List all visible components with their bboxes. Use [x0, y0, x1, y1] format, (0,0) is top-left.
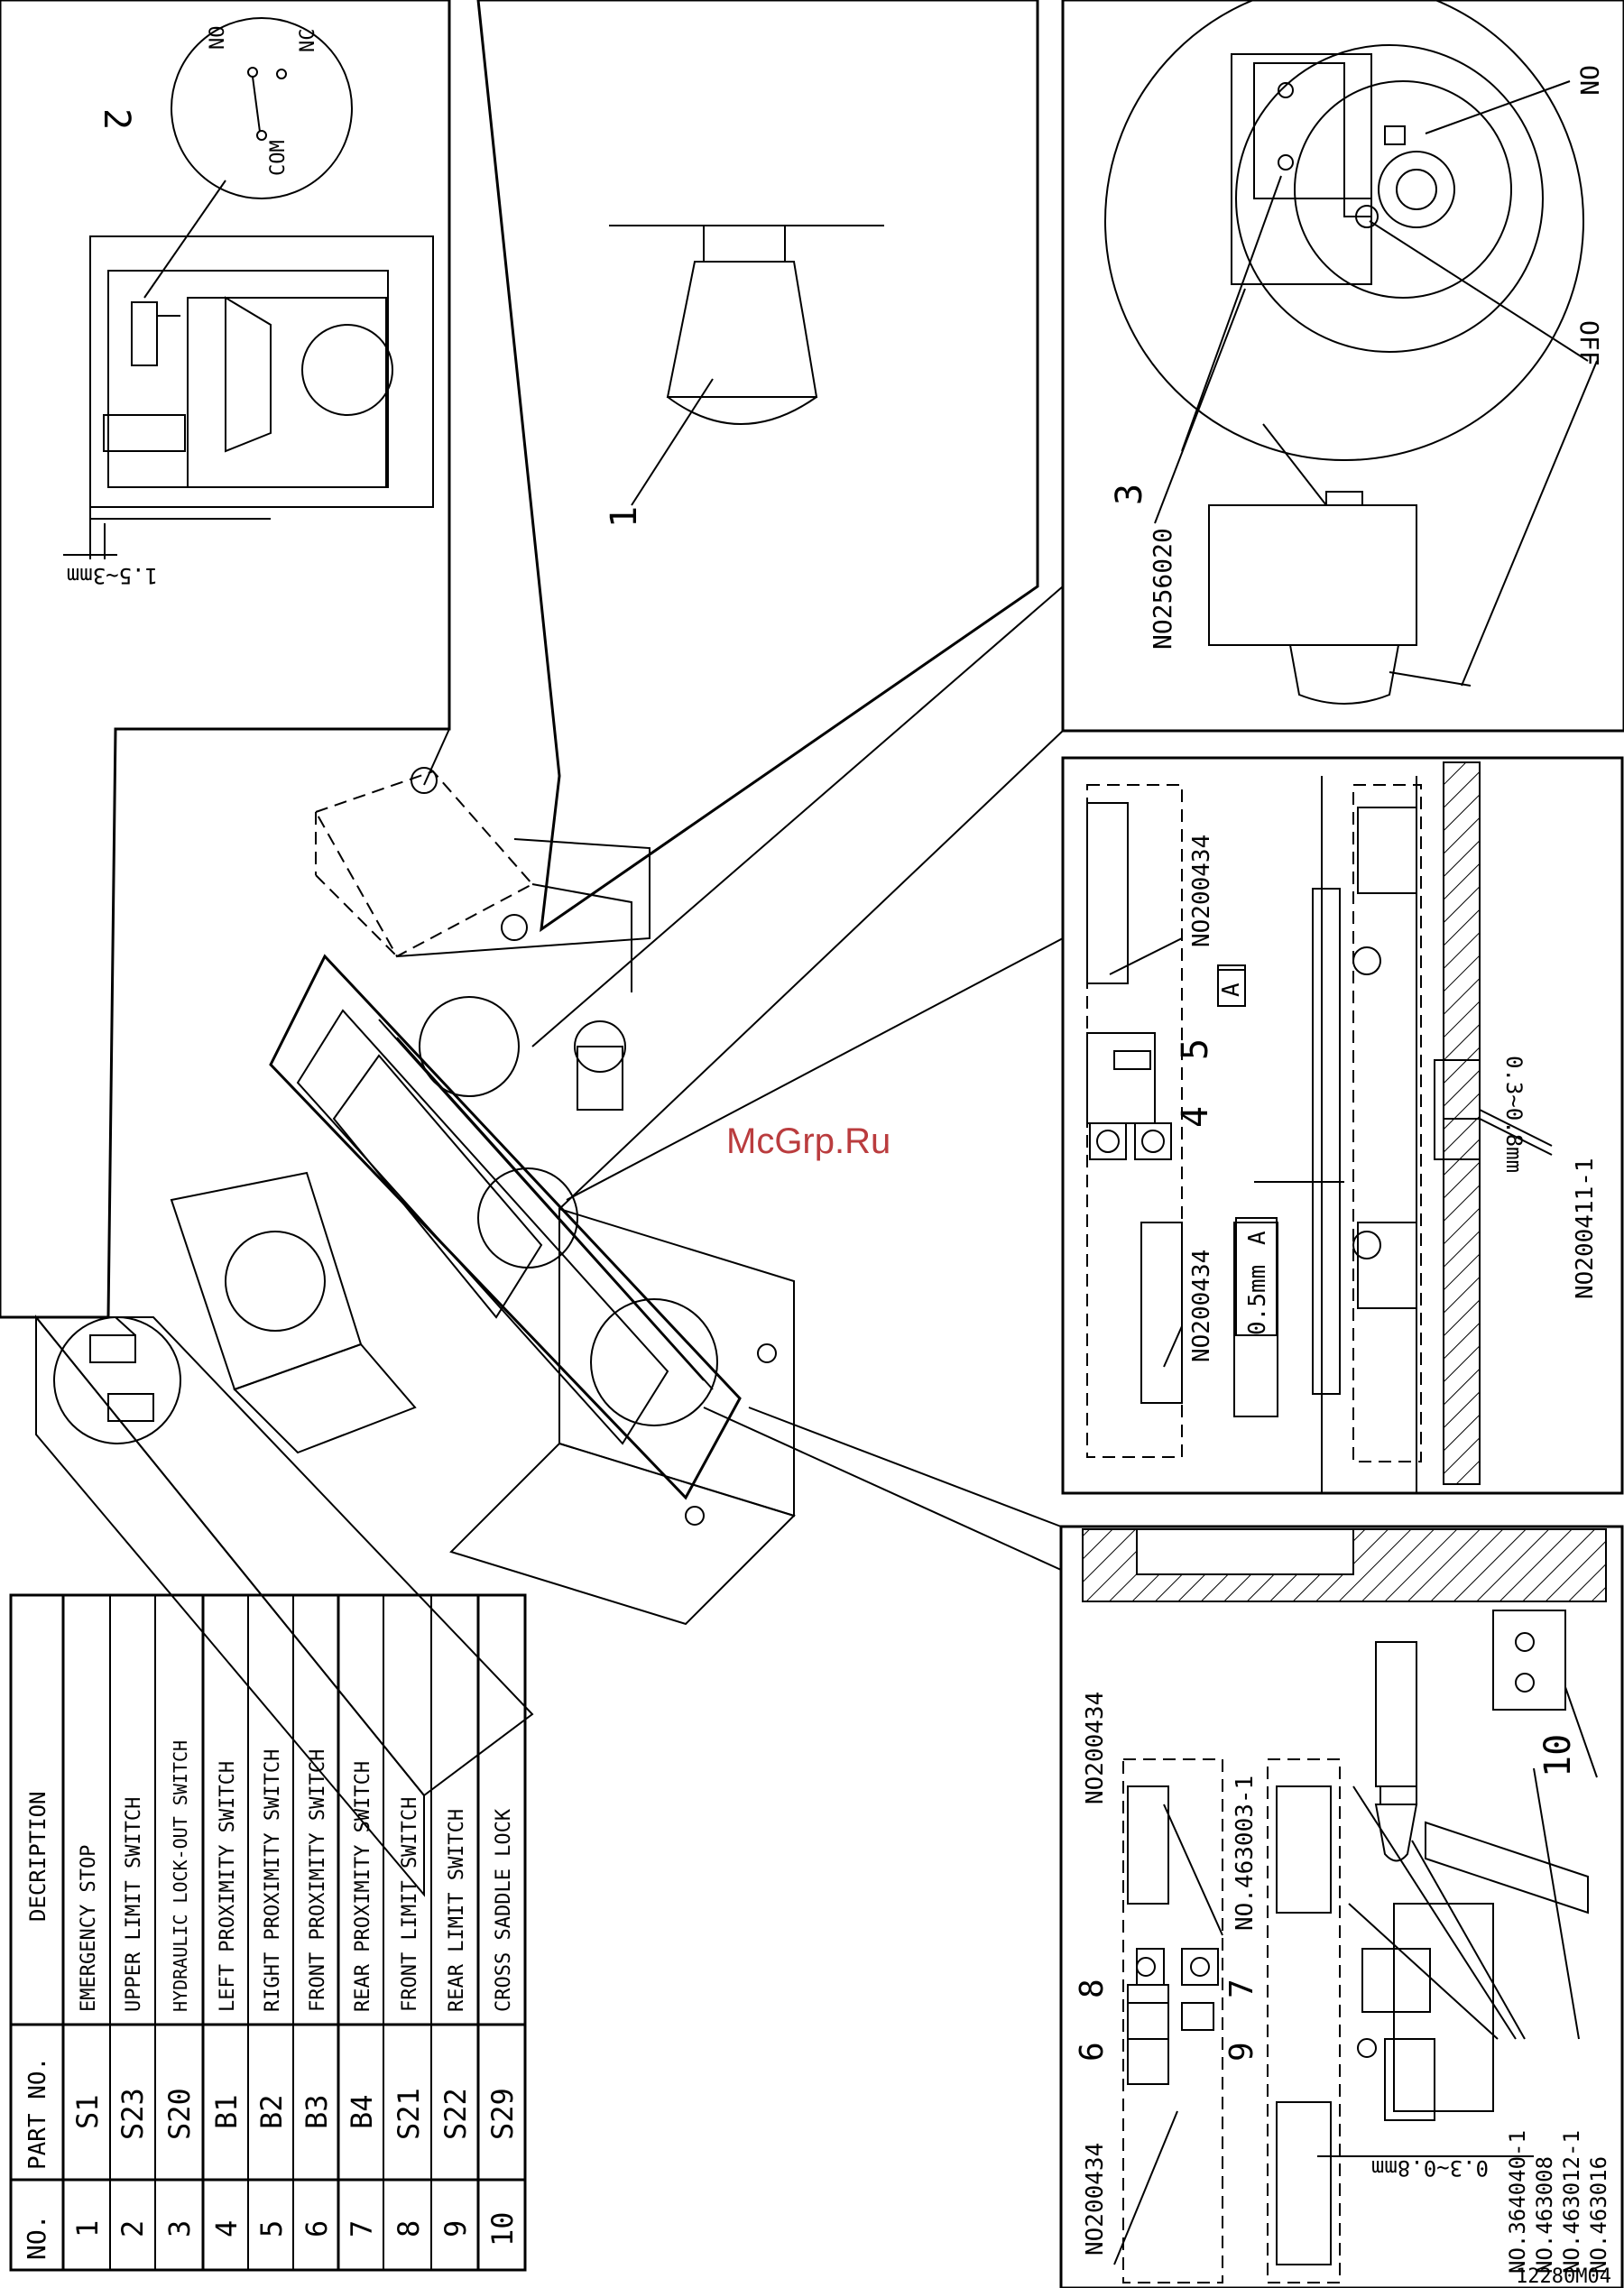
tolerance-value: 0.5mm	[1244, 1265, 1271, 1335]
row-5-part: B2	[254, 2094, 289, 2129]
row-7-no: 7	[345, 2220, 379, 2237]
detail-limit	[1082, 1528, 1607, 2283]
detail-switch	[63, 17, 434, 559]
detail-panel-proximity-border	[1061, 756, 1624, 1495]
drawing-number: 12280M04	[1516, 2265, 1611, 2288]
row-7-desc: REAR PROXIMITY SWITCH	[352, 1761, 374, 2012]
row-1-no: 1	[70, 2220, 105, 2237]
row-6-part: B3	[300, 2094, 334, 2129]
row-6-desc: FRONT PROXIMITY SWITCH	[307, 1749, 329, 2012]
stop-callout: 1	[604, 506, 645, 528]
proximity-switch-part: NO200411-1	[1572, 1158, 1599, 1299]
detail-marker-switch	[53, 1316, 181, 1444]
parts-table-rows: 1 S1 EMERGENCY STOP 2 S23 UPPER LIMIT SW…	[70, 1740, 520, 2246]
row-8-desc: FRONT LIMIT SWITCH	[399, 1797, 421, 2012]
limit-part-right-2: NO.463008	[1532, 2156, 1557, 2274]
limit-part-left-bottom: NO200434	[1082, 2143, 1109, 2256]
detail-panel-hydraulic-border	[1061, 0, 1624, 733]
detail-marker-proximity	[477, 1167, 578, 1269]
row-10-part: S29	[485, 2088, 520, 2140]
detail-marker-hydraulic	[419, 996, 520, 1097]
table-header-no: NO.	[22, 2214, 51, 2260]
proximity-callout-4: 4	[1175, 1106, 1216, 1128]
switch-contact-nc: NC	[297, 29, 319, 53]
limit-part-right-1: NO.364040-1	[1505, 2130, 1530, 2274]
switch-contact-com: COM	[267, 140, 290, 176]
switch-contact-circle	[171, 17, 353, 199]
limit-switch-body	[131, 301, 158, 366]
row-8-no: 8	[392, 2220, 426, 2237]
row-3-part: S20	[162, 2088, 197, 2140]
limit-callout-10: 10	[1537, 1734, 1579, 1777]
limit-callout-9: 9	[1223, 2042, 1260, 2062]
hydraulic-part-no: NO256020	[1148, 528, 1177, 650]
row-3-desc: HYDRAULIC LOCK-OUT SWITCH	[170, 1740, 191, 2012]
switch-contact-no: NO	[207, 26, 229, 51]
detail-hydraulic	[1104, 0, 1598, 705]
limit-part-left-mid: NO.463003-1	[1232, 1776, 1259, 1931]
detail-panel-switch-border	[0, 0, 451, 1319]
detail-proximity	[1086, 761, 1553, 1493]
row-9-part: S22	[438, 2088, 473, 2140]
datum-box	[1217, 969, 1246, 1007]
proximity-part-mid: NO200434	[1188, 1250, 1215, 1362]
limit-callout-7: 7	[1223, 1979, 1260, 1998]
row-2-no: 2	[115, 2220, 150, 2237]
row-5-desc: RIGHT PROXIMITY SWITCH	[262, 1749, 284, 2012]
row-6-no: 6	[300, 2220, 334, 2237]
row-9-no: 9	[438, 2220, 473, 2237]
row-8-part: S21	[392, 2088, 426, 2140]
hydraulic-off-label: OFF	[1574, 320, 1604, 366]
limit-gap-dimension: 0.3~0.8mm	[1371, 2155, 1489, 2181]
limit-part-left-top: NO200434	[1082, 1692, 1109, 1804]
proximity-gap: 0.3~0.8mm	[1501, 1056, 1527, 1173]
table-header-description: DECRIPTION	[25, 1792, 51, 1923]
machine-assembly	[33, 767, 796, 1897]
row-4-no: 4	[209, 2220, 244, 2237]
tolerance-frame	[1233, 1222, 1278, 1417]
row-4-desc: LEFT PROXIMITY SWITCH	[217, 1761, 239, 2012]
row-1-desc: EMERGENCY STOP	[78, 1845, 100, 2012]
row-5-no: 5	[254, 2220, 289, 2237]
limit-part-right-4: NO.463016	[1586, 2156, 1611, 2274]
limit-part-right-3: NO.463012-1	[1559, 2130, 1584, 2274]
watermark: McGrp.Ru	[726, 1121, 890, 1161]
stop-leader	[631, 378, 714, 506]
row-3-no: 3	[162, 2220, 197, 2237]
detail-panel-limit-border	[1059, 1525, 1624, 2288]
row-2-desc: UPPER LIMIT SWITCH	[123, 1797, 145, 2012]
switch-gap-dimension: 1.5~3mm	[67, 563, 158, 588]
hydraulic-on-label: ON	[1574, 65, 1604, 96]
row-2-part: S23	[115, 2088, 150, 2140]
proximity-part-top: NO200434	[1188, 835, 1215, 947]
hydraulic-callout: 3	[1109, 484, 1150, 505]
tolerance-datum: A	[1244, 1231, 1271, 1245]
switch-callout: 2	[96, 108, 137, 130]
detail-stop	[609, 225, 884, 506]
detail-marker-limit	[590, 1298, 718, 1426]
row-1-part: S1	[70, 2094, 105, 2129]
detail-panel-stop-border	[476, 0, 1039, 933]
limit-callout-8: 8	[1074, 1979, 1111, 1998]
datum-label: A	[1218, 983, 1245, 997]
row-9-desc: REAR LIMIT SWITCH	[446, 1809, 468, 2012]
table-header-part-no: PART NO.	[24, 2057, 51, 2170]
parts-table	[9, 1593, 527, 2272]
row-10-desc: CROSS SADDLE LOCK	[493, 1808, 515, 2012]
leader-lines	[115, 586, 1064, 1571]
proximity-callout-5: 5	[1175, 1038, 1216, 1060]
row-7-part: B4	[345, 2094, 379, 2129]
row-10-no: 10	[485, 2211, 520, 2246]
limit-callout-6: 6	[1074, 2042, 1111, 2062]
row-4-part: B1	[209, 2094, 244, 2129]
